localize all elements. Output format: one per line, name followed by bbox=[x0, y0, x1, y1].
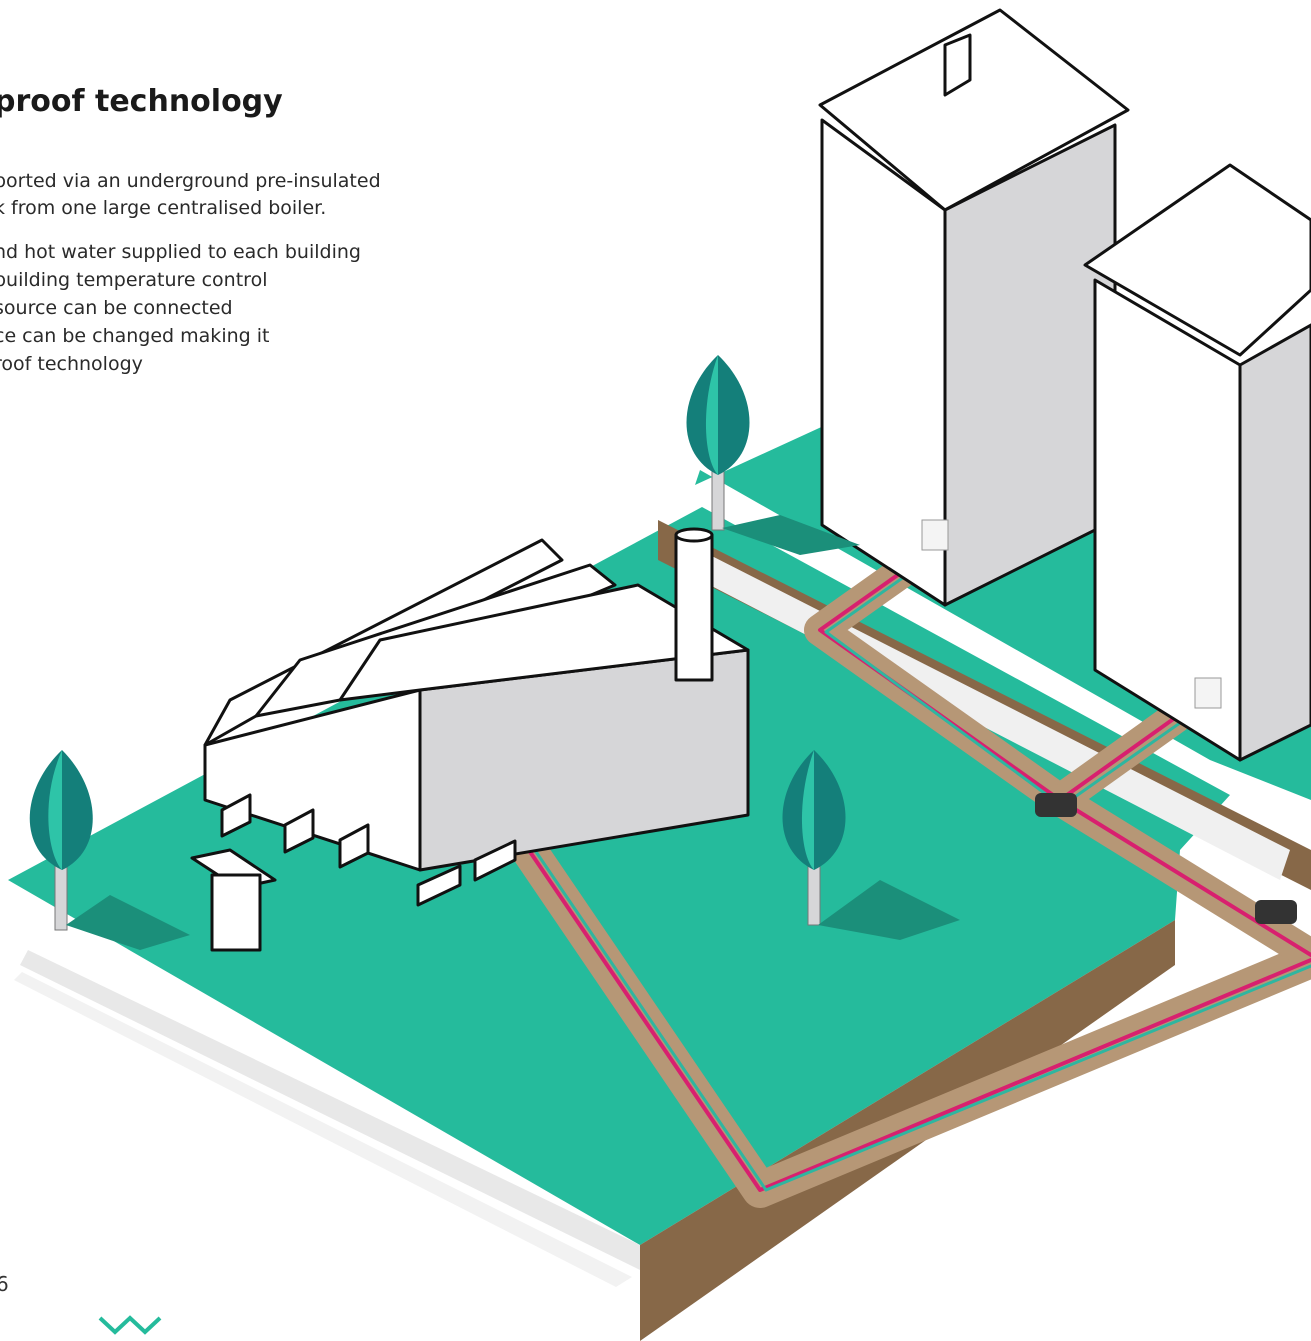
apartment-building bbox=[818, 8, 1130, 607]
intro-text: ported via an underground pre-insulated … bbox=[0, 170, 381, 219]
list-item: ce can be changed making it bbox=[0, 325, 270, 347]
tree-icon bbox=[782, 750, 960, 940]
brand-logo-icon bbox=[98, 1315, 162, 1335]
list-item: nd hot water supplied to each building bbox=[0, 241, 361, 263]
heat-interface-unit-icon bbox=[921, 519, 1222, 709]
list-item: source can be connected bbox=[0, 297, 233, 319]
page-number: 6 bbox=[0, 1272, 9, 1296]
list-item: building temperature control bbox=[0, 269, 268, 291]
pipe-trench bbox=[402, 529, 1311, 1208]
apartment-building bbox=[1083, 163, 1311, 762]
pipe-tee-junction-icon bbox=[1035, 793, 1297, 924]
bullet-list: nd hot water supplied to each building b… bbox=[0, 238, 361, 378]
tree-icon bbox=[29, 750, 190, 950]
tree-icon bbox=[686, 355, 860, 555]
list-item: roof technology bbox=[0, 353, 143, 375]
section-heading: proof technology bbox=[0, 84, 283, 119]
factory-building bbox=[190, 527, 750, 952]
